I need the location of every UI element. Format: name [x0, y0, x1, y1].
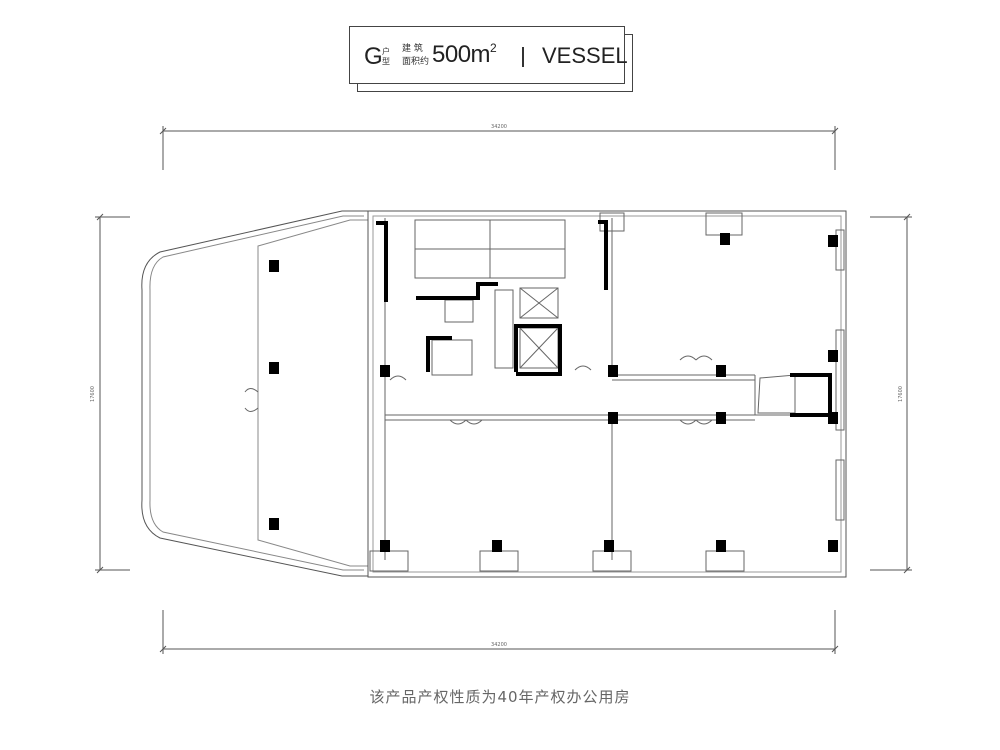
title-separator [522, 47, 524, 67]
title-block: G 户型 建 筑 面积约 500m2 VESSEL [349, 26, 635, 92]
dimension-right [870, 213, 912, 574]
dim-label-right: 17600 [898, 386, 904, 402]
building-outline [141, 210, 847, 578]
title-frame: G 户型 建 筑 面积约 500m2 VESSEL [349, 26, 628, 84]
dim-label-bottom: 34200 [491, 642, 507, 648]
dim-label-left: 17600 [90, 386, 96, 402]
dimension-bottom [159, 610, 839, 654]
area-value: 500m2 [432, 41, 497, 68]
footer-note: 该产品产权性质为40年产权办公用房 [369, 688, 631, 706]
interior-walls [244, 212, 845, 572]
area-label-line2: 面积约 [402, 57, 430, 67]
dim-label-top: 34200 [491, 124, 507, 130]
dimension-top [159, 126, 839, 170]
unit-type-suffix: 户型 [382, 47, 390, 66]
structural-walls [376, 220, 832, 417]
unit-type-letter: G [364, 43, 383, 70]
dimension-left [95, 213, 130, 574]
area-label-line1: 建 筑 [402, 44, 423, 54]
project-name: VESSEL [542, 43, 628, 68]
columns [269, 233, 838, 552]
